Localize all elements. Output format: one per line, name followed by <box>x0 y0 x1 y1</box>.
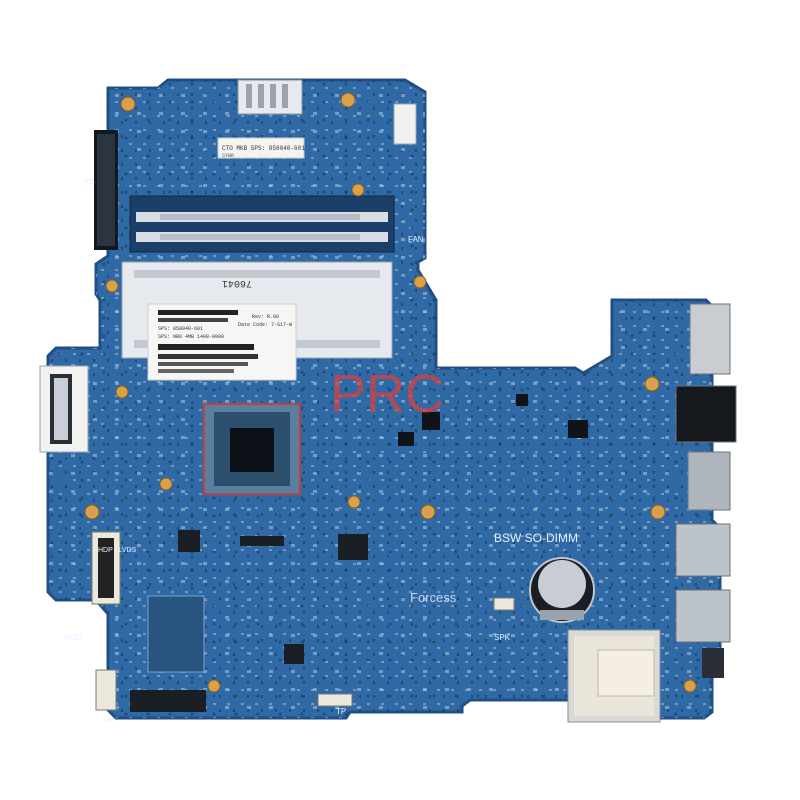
svg-text:SPS: NB8 4MB 1408-0000: SPS: NB8 4MB 1408-0000 <box>158 334 224 340</box>
chip-8 <box>568 420 588 438</box>
chip-3 <box>178 530 200 552</box>
so-dimm-slot-upper <box>129 195 395 253</box>
lvds-connector <box>91 531 121 605</box>
power-connector <box>237 79 303 115</box>
svg-text:76041: 76041 <box>222 277 252 288</box>
chip-9 <box>516 394 528 406</box>
port-usb-2 <box>675 589 731 643</box>
silk-kb: KB <box>84 177 95 186</box>
chip-2 <box>398 432 414 446</box>
hdd-connector <box>39 365 89 453</box>
cpu-chip <box>203 403 301 495</box>
svg-text:SPS: 858040-601: SPS: 858040-601 <box>158 326 203 332</box>
svg-text:Date Code: 7-S17-W: Date Code: 7-S17-W <box>238 322 292 328</box>
chip-1 <box>422 412 440 430</box>
port-vga <box>687 451 731 511</box>
silk-bsw-sodimm: BSW SO-DIMM <box>494 531 578 545</box>
mounting-pads <box>84 92 697 693</box>
port-hdmi <box>675 385 737 443</box>
chip-6 <box>147 595 205 673</box>
tp-connector <box>317 693 353 707</box>
db-connector <box>95 669 117 711</box>
silk-tp: TP <box>336 707 346 716</box>
keyboard-connector <box>94 130 118 250</box>
port-usb-1 <box>675 523 731 577</box>
silk-spk: SPK <box>494 633 511 642</box>
m2-slot <box>130 690 206 712</box>
coin-battery <box>529 557 595 623</box>
port-audio <box>702 648 724 678</box>
chip-7 <box>240 536 284 546</box>
chip-5 <box>284 644 304 664</box>
spk-connector <box>493 597 515 611</box>
silk-hdd: HDD <box>64 633 82 642</box>
main-sticker: SPS: 858040-601 SPS: NB8 4MB 1408-0000 R… <box>147 303 297 381</box>
silk-fan: FAN <box>408 235 424 244</box>
svg-text:SYBR: SYBR <box>222 153 234 159</box>
fan-connector <box>393 103 417 145</box>
silk-hdp-lvds: HDP / LVDS <box>98 547 137 554</box>
card-reader <box>567 629 661 723</box>
top-sticker: CTO MKB SPS: 858040-601 SYBR <box>217 137 305 159</box>
silk-db: DB <box>104 717 114 724</box>
port-ethernet <box>689 303 731 375</box>
svg-text:Rev: R.06: Rev: R.06 <box>252 314 279 320</box>
prc-watermark: PRC <box>330 364 444 424</box>
svg-text:CTO MKB SPS: 858040-601: CTO MKB SPS: 858040-601 <box>222 145 305 152</box>
silk-forcess: Forcess <box>410 590 457 605</box>
chip-4 <box>338 534 368 560</box>
